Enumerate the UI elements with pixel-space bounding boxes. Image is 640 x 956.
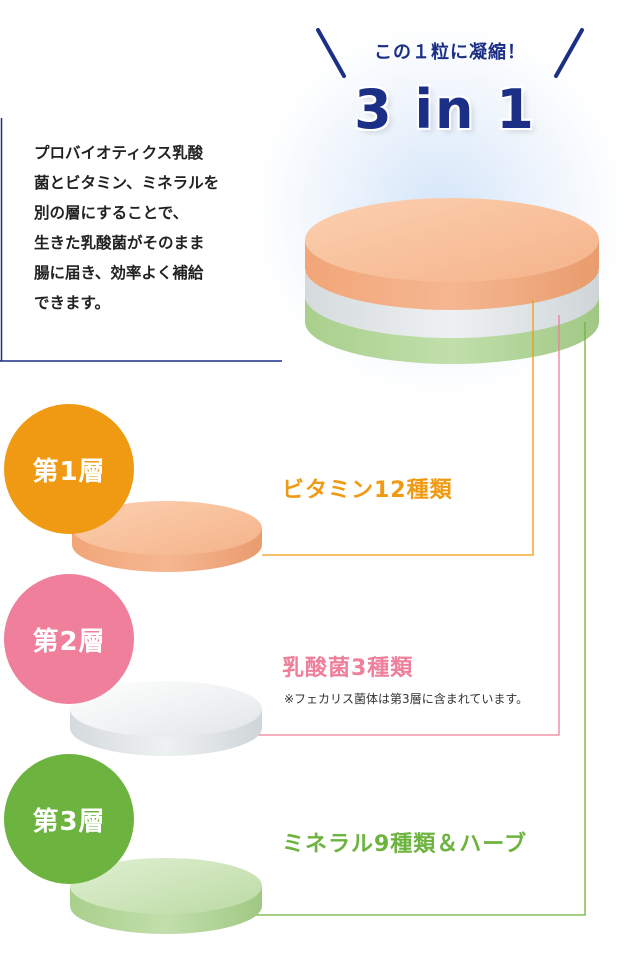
tablet-layer1 xyxy=(72,501,262,572)
layer3-badge: 第3層 xyxy=(4,754,134,884)
description-text: プロバイオティクス乳酸 菌とビタミン、ミネラルを 別の層にすることで、 生きた乳… xyxy=(34,144,220,312)
tagline-text: この１粒に凝縮！ xyxy=(374,42,526,63)
layer3-badge-label: 第3層 xyxy=(32,806,106,837)
layer2-note: ※フェカリス菌体は第3層に含まれています。 xyxy=(284,692,529,706)
layer3-title: ミネラル9種類＆ハーブ xyxy=(282,832,527,857)
headline-3-in-1: 3 in 1 xyxy=(354,78,536,141)
layer2-badge-label: 第2層 xyxy=(32,626,106,657)
layer2-badge: 第2層 xyxy=(4,574,134,704)
layer1-title: ビタミン12種類 xyxy=(282,478,453,503)
connector-lines xyxy=(256,300,586,916)
tagline-slashes xyxy=(316,28,584,78)
tablet-layer3 xyxy=(70,858,262,934)
layer2-title: 乳酸菌3種類 xyxy=(282,656,414,681)
layer1-badge-label: 第1層 xyxy=(32,456,106,487)
tagline: この１粒に凝縮！ xyxy=(315,28,585,80)
stacked-tablet xyxy=(305,198,599,364)
layer1-badge: 第1層 xyxy=(4,404,134,534)
description-frame xyxy=(0,118,282,362)
tablet-layer2 xyxy=(70,681,262,756)
